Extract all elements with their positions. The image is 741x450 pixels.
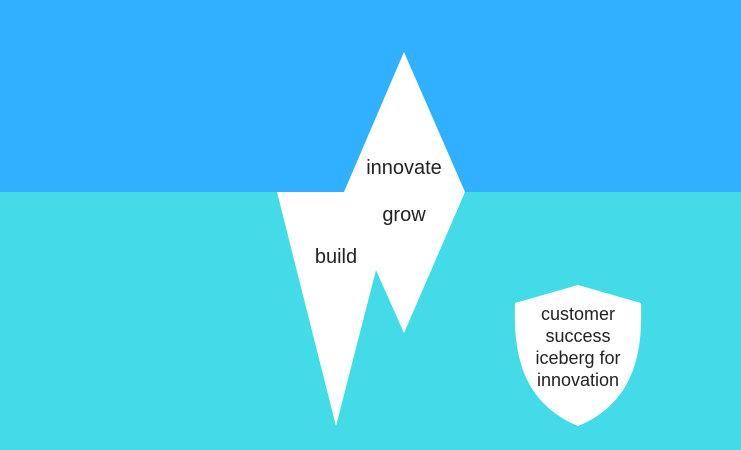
iceberg-shape [277, 52, 465, 426]
label-build: build [314, 246, 358, 268]
shield-label: customer success iceberg for innovation [515, 303, 641, 391]
label-grow: grow [382, 204, 426, 226]
shield-line: iceberg for [535, 348, 621, 368]
shield-line: customer [540, 304, 616, 324]
label-innovate: innovate [366, 157, 442, 179]
shield-shape [514, 285, 642, 426]
shield-line: innovation [536, 370, 620, 390]
shield-line: success [545, 326, 611, 346]
